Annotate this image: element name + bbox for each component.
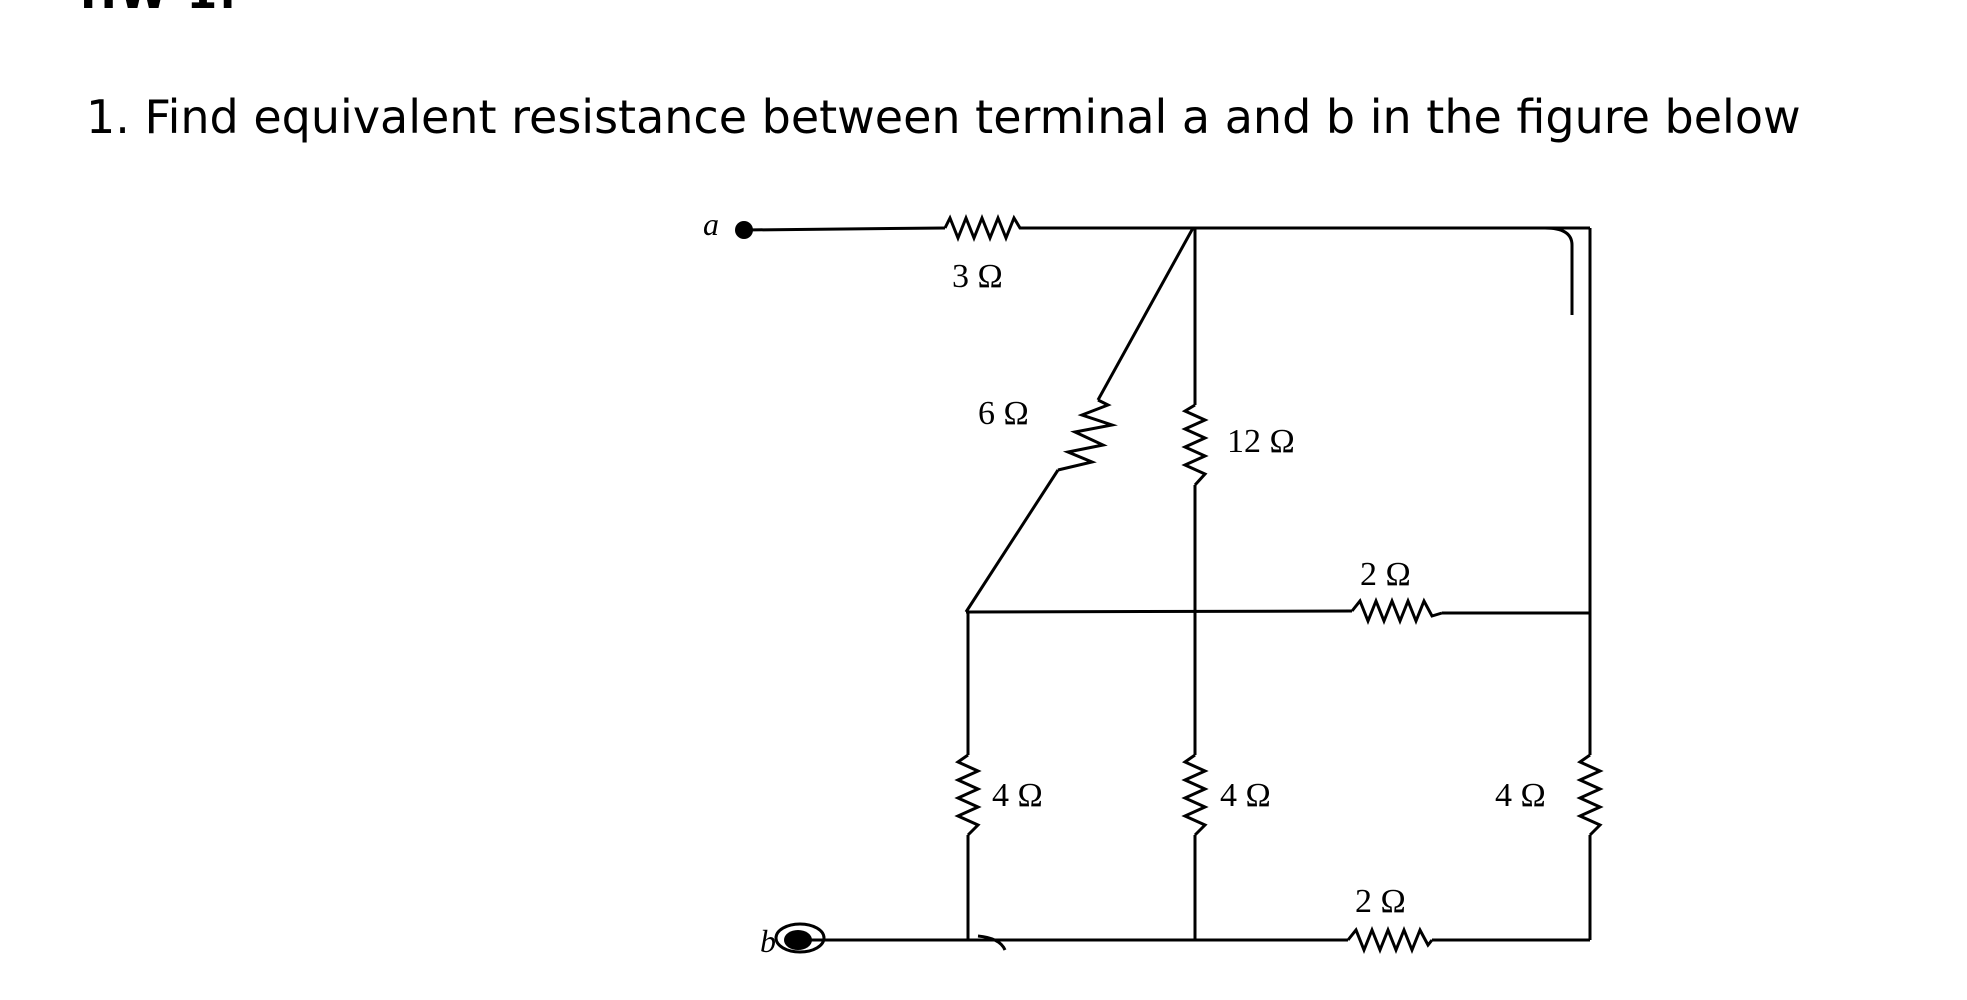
terminal-a-dot xyxy=(735,221,753,239)
resistor-4ohm-center xyxy=(1181,753,1209,837)
wire-diag-lower xyxy=(964,469,1060,613)
label-4ohm-left: 4 Ω xyxy=(992,777,1043,814)
terminal-b-dot xyxy=(784,930,812,950)
resistor-4ohm-left xyxy=(954,753,982,837)
terminal-b-group: b xyxy=(760,922,826,959)
resistor-12ohm xyxy=(1181,403,1209,487)
label-12ohm: 12 Ω xyxy=(1227,423,1295,460)
wires xyxy=(743,226,1592,951)
label-2ohm-bottom: 2 Ω xyxy=(1355,883,1406,920)
label-6ohm: 6 Ω xyxy=(978,395,1029,432)
terminal-b-label: b xyxy=(760,923,776,959)
wire-tick xyxy=(977,934,1007,951)
label-4ohm-right: 4 Ω xyxy=(1495,777,1546,814)
wire-horiz-mid-left xyxy=(965,609,1353,614)
resistor-2ohm-bottom xyxy=(1346,925,1434,955)
resistor-3ohm xyxy=(943,213,1025,243)
resistor-2ohm-middle xyxy=(1350,596,1443,626)
wire-a-to-3ohm xyxy=(743,226,946,232)
terminal-b-ring xyxy=(774,922,826,954)
label-4ohm-center: 4 Ω xyxy=(1220,777,1271,814)
resistor-4ohm-right xyxy=(1576,753,1604,837)
terminal-a-label: a xyxy=(703,206,719,242)
resistor-labels: 3 Ω 6 Ω 12 Ω 2 Ω 4 Ω 4 Ω 4 Ω 2 Ω xyxy=(952,258,1546,920)
label-2ohm-middle: 2 Ω xyxy=(1360,556,1411,593)
resistor-6ohm xyxy=(1057,398,1118,472)
page-heading: HW 1. xyxy=(80,0,238,19)
question-text: 1. Find equivalent resistance between te… xyxy=(86,90,1801,144)
label-3ohm: 3 Ω xyxy=(952,258,1003,295)
resistors xyxy=(943,213,1604,955)
wire-diag-upper xyxy=(1096,227,1195,401)
wire-hook xyxy=(1544,226,1574,315)
terminal-a-group: a xyxy=(703,206,753,242)
